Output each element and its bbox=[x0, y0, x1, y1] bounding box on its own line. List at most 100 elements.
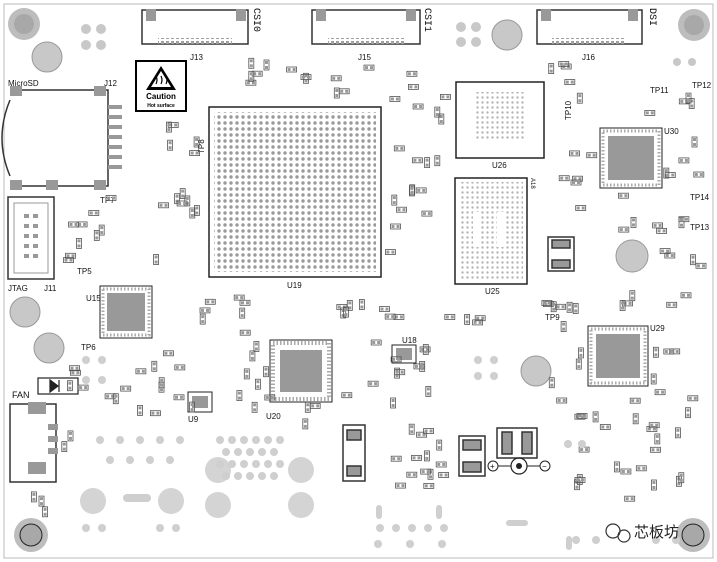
caution-subtitle: Hot surface bbox=[147, 103, 175, 109]
via-pad bbox=[440, 524, 448, 532]
smd-component bbox=[569, 150, 580, 157]
smd-component bbox=[654, 433, 661, 445]
smd-component bbox=[620, 468, 632, 475]
chip-u30 bbox=[599, 127, 663, 189]
smd-component bbox=[653, 346, 659, 358]
smd-component bbox=[88, 210, 100, 216]
smd-component bbox=[464, 313, 471, 325]
via-pad bbox=[146, 456, 154, 464]
chip-u29 bbox=[587, 325, 649, 387]
large-pad bbox=[520, 355, 552, 387]
smd-component bbox=[436, 439, 443, 451]
u19-label: U19 bbox=[287, 281, 302, 290]
smd-component bbox=[423, 428, 435, 434]
smd-component bbox=[566, 301, 573, 313]
smd-component bbox=[439, 94, 451, 100]
smd-component bbox=[93, 229, 100, 241]
via-pad bbox=[276, 460, 284, 468]
smd-component bbox=[678, 472, 685, 484]
connector-j13 bbox=[141, 9, 249, 45]
via-pad bbox=[270, 448, 278, 456]
via-pad bbox=[474, 356, 482, 364]
u25-label: U25 bbox=[485, 287, 500, 296]
via-pad bbox=[406, 540, 414, 548]
watermark: 芯板坊 bbox=[605, 523, 679, 543]
via-pad bbox=[392, 524, 400, 532]
passive-components bbox=[30, 57, 707, 548]
smd-component bbox=[390, 455, 402, 462]
smd-component bbox=[618, 192, 629, 199]
smd-component bbox=[675, 427, 681, 439]
soc-u19 bbox=[208, 106, 382, 278]
smd-component bbox=[179, 188, 186, 200]
smd-component bbox=[691, 136, 698, 148]
smd-component bbox=[570, 179, 582, 186]
smd-component bbox=[558, 175, 570, 182]
via-pad bbox=[82, 524, 90, 532]
smd-component bbox=[648, 422, 660, 429]
u9-label: U9 bbox=[188, 415, 199, 424]
smd-component bbox=[564, 79, 576, 85]
j12-label: J12 bbox=[104, 79, 117, 88]
smd-component bbox=[666, 301, 678, 308]
smd-component bbox=[149, 410, 161, 417]
smd-component bbox=[390, 223, 401, 230]
via-pad bbox=[652, 536, 660, 544]
smd-component bbox=[408, 185, 415, 197]
smd-component bbox=[572, 303, 579, 314]
smd-component bbox=[302, 418, 309, 430]
smd-component bbox=[424, 157, 431, 169]
smd-component bbox=[592, 411, 599, 423]
smd-component bbox=[411, 157, 423, 164]
via-pad bbox=[98, 356, 106, 364]
smd-component bbox=[425, 385, 432, 397]
smd-component bbox=[38, 495, 45, 507]
smd-component bbox=[656, 227, 667, 234]
smd-component bbox=[438, 113, 445, 125]
smd-component bbox=[384, 249, 396, 256]
smd-component bbox=[650, 373, 657, 385]
smd-component bbox=[434, 106, 441, 118]
via-pad bbox=[222, 472, 230, 480]
via-pad bbox=[246, 472, 254, 480]
smd-component bbox=[239, 307, 246, 319]
smd-component bbox=[330, 75, 342, 82]
smd-component bbox=[629, 397, 641, 404]
smd-component bbox=[61, 441, 68, 453]
smd-component bbox=[629, 290, 636, 302]
smd-component bbox=[693, 171, 705, 178]
via-pad bbox=[156, 436, 164, 444]
smd-component bbox=[678, 157, 690, 164]
large-pad bbox=[33, 332, 65, 364]
smd-component bbox=[137, 404, 143, 416]
via-pad bbox=[490, 356, 498, 364]
smd-component bbox=[236, 390, 243, 402]
j15-label: J15 bbox=[358, 53, 371, 62]
smd-component bbox=[548, 63, 555, 74]
smd-component bbox=[575, 358, 582, 370]
watermark-text: 芯板坊 bbox=[634, 523, 679, 541]
via-pad bbox=[252, 460, 260, 468]
smd-component bbox=[618, 226, 630, 233]
via-pad bbox=[216, 436, 224, 444]
smd-component bbox=[420, 468, 432, 475]
minus-label: − bbox=[542, 462, 547, 471]
via-pad bbox=[98, 524, 106, 532]
smd-component bbox=[370, 339, 382, 346]
smd-component bbox=[624, 495, 636, 502]
smd-component bbox=[685, 407, 691, 419]
via-pad bbox=[240, 436, 248, 444]
smd-component bbox=[474, 315, 486, 322]
via-pad bbox=[166, 456, 174, 464]
smd-component bbox=[586, 152, 598, 159]
fan-label: FAN bbox=[12, 390, 30, 400]
via-pad bbox=[572, 536, 580, 544]
jtag-label: JTAG bbox=[8, 284, 28, 293]
via-pad bbox=[408, 524, 416, 532]
smd-component bbox=[189, 150, 201, 156]
smd-component bbox=[406, 471, 418, 478]
large-pad bbox=[615, 239, 649, 273]
a18-label: A18 bbox=[529, 178, 535, 189]
